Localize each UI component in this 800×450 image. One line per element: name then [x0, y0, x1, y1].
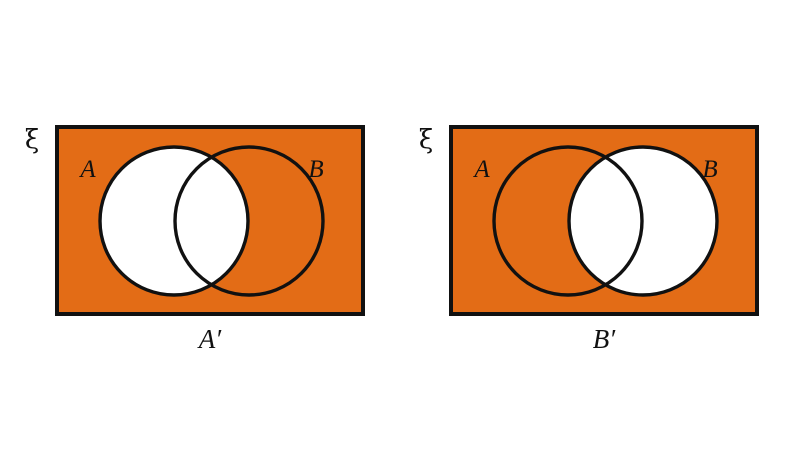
set-b-label: B: [308, 156, 323, 183]
universe-rectangle-border: [55, 125, 365, 316]
diagram-complement-of-a: ξ A B A′: [25, 125, 365, 354]
set-a-label: A: [472, 156, 490, 183]
intersection-region: [174, 157, 248, 285]
set-a-outline: [98, 145, 250, 297]
set-b-outline: [567, 145, 719, 297]
universe-symbol-xi: ξ: [419, 125, 433, 155]
diagram-caption-a-complement: A′: [197, 324, 222, 354]
set-b-outline: [173, 145, 325, 297]
diagram-complement-of-b: ξ A B B′: [419, 125, 759, 354]
set-b-label: B: [702, 156, 717, 183]
universe-symbol-xi: ξ: [25, 125, 39, 155]
diagram-caption-b-complement: B′: [593, 324, 616, 354]
set-a-label: A: [78, 156, 96, 183]
set-a-outline: [492, 145, 644, 297]
intersection-region: [568, 157, 642, 285]
universe-rectangle-border: [449, 125, 759, 316]
